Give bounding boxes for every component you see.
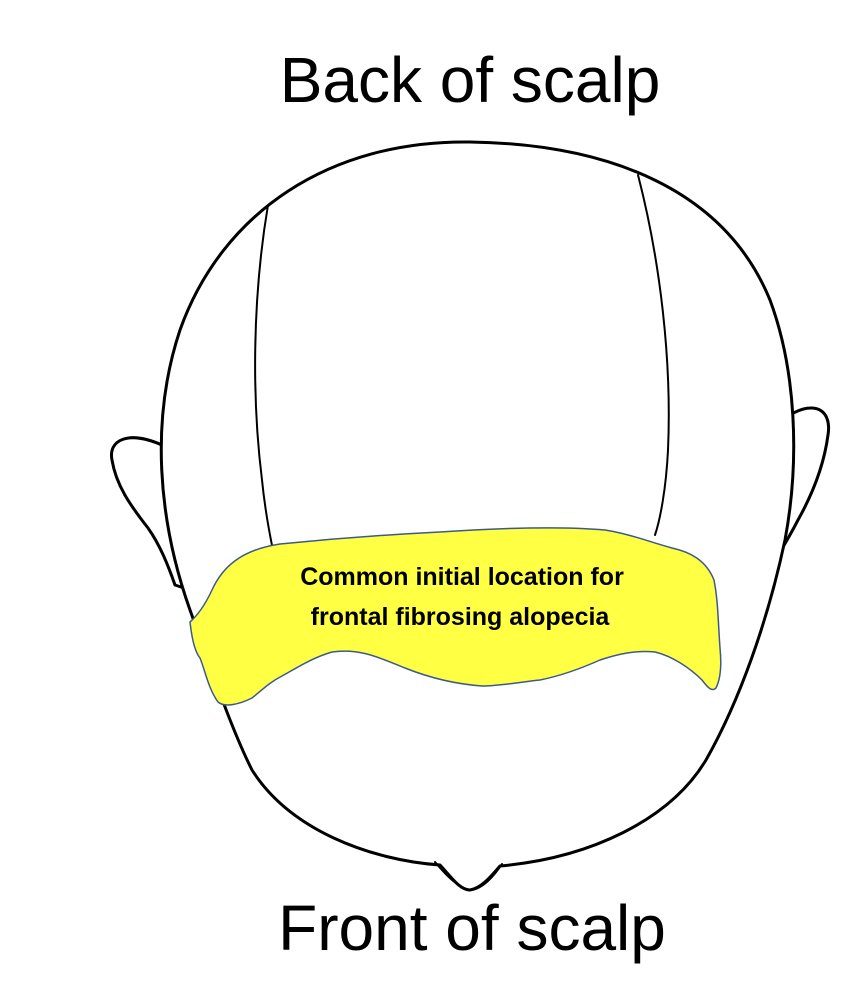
back-of-scalp-label: Back of scalp	[280, 44, 661, 116]
front-of-scalp-label: Front of scalp	[278, 892, 666, 964]
region-label-line1: Common initial location for	[300, 563, 624, 591]
nose-tip	[434, 861, 503, 892]
right-parting-line	[637, 174, 670, 536]
left-parting-line	[254, 204, 276, 561]
frontal-fibrosing-alopecia-region	[189, 527, 722, 706]
region-label-line2: frontal fibrosing alopecia	[311, 603, 611, 631]
head-outline	[159, 140, 796, 892]
